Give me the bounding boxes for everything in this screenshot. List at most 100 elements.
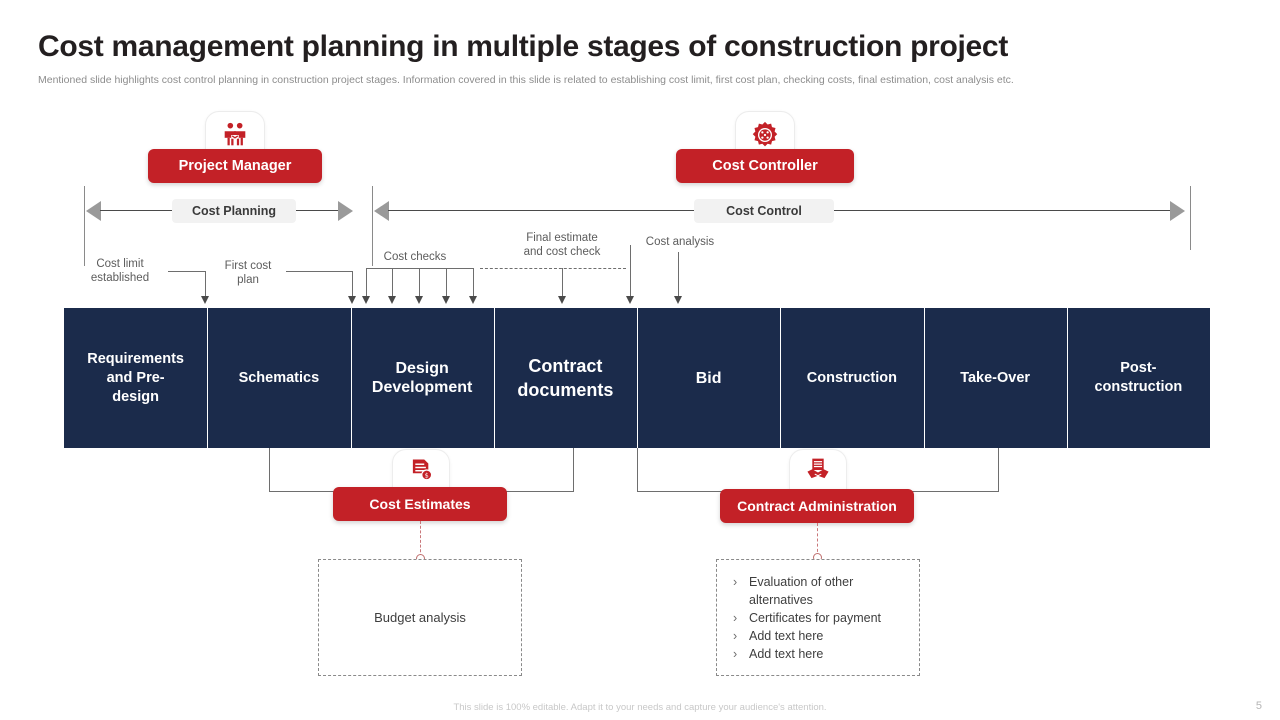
cost-analysis-drop-line — [678, 252, 679, 297]
annotation-cost-limit-established: Cost limit established — [72, 257, 168, 285]
cost-checks-drop-2 — [392, 268, 393, 297]
stage-2-line2: Development — [371, 379, 473, 396]
stage-0-line3: design — [112, 388, 159, 405]
phase-chip-cost-control-label: Cost Control — [726, 204, 802, 218]
contract-administration-detail-box: › Evaluation of other alternatives › Cer… — [716, 559, 920, 676]
list-item: › Evaluation of other alternatives — [733, 573, 903, 609]
stage-2-line1: Design — [395, 360, 449, 377]
stage-post-construction[interactable]: Post- construction — [1066, 308, 1210, 448]
role-badge-cost-controller-label: Cost Controller — [712, 158, 818, 174]
cost-control-right-endbar — [1190, 186, 1191, 250]
first-cost-leader-line — [286, 271, 353, 272]
cost-estimates-detail-box: Budget analysis — [318, 559, 522, 676]
first-cost-arrowhead — [348, 296, 356, 304]
cost-checks-arrowhead-3 — [415, 296, 423, 304]
annotation-cost-limit-line2: established — [90, 272, 150, 284]
stage-schematics[interactable]: Schematics — [207, 308, 350, 448]
contract-administration-connector — [817, 523, 818, 557]
stage-7-line2: construction — [1094, 379, 1183, 395]
badge-cost-estimates[interactable]: Cost Estimates — [333, 487, 507, 521]
stage-0-line1: Requirements — [87, 350, 184, 367]
cost-limit-leader-line — [168, 271, 206, 272]
cost-estimates-connector — [420, 521, 421, 557]
footer-note: This slide is 100% editable. Adapt it to… — [453, 702, 827, 713]
cost-limit-drop-line — [205, 271, 206, 297]
stage-6-line1: Take-Over — [960, 369, 1031, 386]
annotation-first-cost-line1: First cost — [224, 260, 272, 272]
page-subtitle: Mentioned slide highlights cost control … — [38, 74, 1014, 86]
document-handshake-icon — [805, 457, 831, 488]
annotation-cost-analysis-line1: Cost analysis — [645, 236, 715, 248]
stage-4-line1: Bid — [695, 369, 722, 387]
list-item: › Add text here — [733, 627, 903, 645]
phase-chip-cost-planning[interactable]: Cost Planning — [172, 199, 296, 223]
phase-chip-cost-control[interactable]: Cost Control — [694, 199, 834, 223]
budget-analysis-text: Budget analysis — [374, 610, 466, 625]
annotation-cost-analysis: Cost analysis — [638, 235, 722, 249]
first-cost-drop-line — [352, 271, 353, 297]
cost-checks-arrowhead-2 — [388, 296, 396, 304]
two-people-icon — [220, 120, 250, 155]
chevron-right-icon: › — [733, 628, 738, 643]
list-item: › Certificates for payment — [733, 609, 903, 627]
stage-take-over[interactable]: Take-Over — [923, 308, 1067, 448]
cost-limit-arrowhead — [201, 296, 209, 304]
stage-design-development[interactable]: Design Development — [350, 308, 494, 448]
cost-control-right-arrowhead — [1170, 201, 1185, 221]
final-estimate-drop-line-2 — [630, 245, 631, 297]
chevron-right-icon: › — [733, 574, 738, 589]
cost-control-left-arrowhead — [374, 201, 389, 221]
cost-planning-left-endbar — [84, 186, 85, 266]
cost-checks-drop-3 — [419, 268, 420, 297]
badge-contract-administration-label: Contract Administration — [737, 498, 897, 514]
annotation-final-estimate: Final estimate and cost check — [500, 231, 624, 259]
page-number: 5 — [1255, 700, 1262, 712]
phase-chip-cost-planning-label: Cost Planning — [191, 204, 277, 218]
chevron-right-icon: › — [733, 610, 738, 625]
annotation-final-estimate-line1: Final estimate — [526, 232, 598, 244]
final-estimate-arrowhead-2 — [626, 296, 634, 304]
stage-0-line2: and Pre- — [106, 369, 165, 386]
cost-checks-drop-1 — [366, 268, 367, 297]
final-estimate-drop-line — [562, 268, 563, 297]
stage-7-line1: Post- — [1120, 360, 1157, 376]
stage-construction[interactable]: Construction — [780, 308, 923, 448]
cost-checks-arrowhead-1 — [362, 296, 370, 304]
annotation-first-cost-plan: First cost plan — [210, 259, 286, 287]
cost-checks-arrowhead-4 — [442, 296, 450, 304]
stage-requirements-and-pre-design[interactable]: Requirements and Pre- design — [64, 308, 207, 448]
chevron-right-icon: › — [733, 646, 738, 661]
contract-administration-bullet-list: › Evaluation of other alternatives › Cer… — [717, 573, 919, 663]
stage-contract-documents[interactable]: Contract documents — [493, 308, 637, 448]
final-estimate-arrowhead — [558, 296, 566, 304]
document-coin-icon: $ — [408, 457, 434, 488]
stage-3-line2: documents — [517, 380, 614, 400]
list-item: › Add text here — [733, 645, 903, 663]
annotation-cost-checks: Cost checks — [372, 250, 458, 264]
role-badge-cost-controller[interactable]: Cost Controller — [676, 149, 854, 183]
role-badge-project-manager[interactable]: Project Manager — [148, 149, 322, 183]
bullet-text-0: Evaluation of other alternatives — [749, 574, 854, 607]
role-badge-project-manager-label: Project Manager — [178, 158, 292, 174]
cost-checks-arrowhead-5 — [469, 296, 477, 304]
final-estimate-dashed-line — [480, 268, 626, 269]
contract-administration-icon-plate — [789, 449, 847, 495]
annotation-first-cost-line2: plan — [237, 274, 259, 286]
cost-analysis-arrowhead — [674, 296, 682, 304]
page-title: Cost management planning in multiple sta… — [38, 30, 1009, 63]
badge-cost-estimates-label: Cost Estimates — [369, 496, 471, 512]
stage-bid[interactable]: Bid — [637, 308, 780, 448]
bullet-text-1: Certificates for payment — [749, 610, 881, 625]
annotation-cost-limit-line1: Cost limit — [96, 258, 144, 270]
stage-strip: Requirements and Pre- design Schematics … — [64, 308, 1210, 448]
badge-contract-administration[interactable]: Contract Administration — [720, 489, 914, 523]
cost-planning-left-arrowhead — [86, 201, 101, 221]
bullet-text-2: Add text here — [749, 628, 824, 643]
stage-1-line1: Schematics — [238, 369, 320, 386]
svg-text:$: $ — [425, 471, 429, 479]
cost-checks-drop-5 — [473, 268, 474, 297]
stage-3-line1: Contract — [528, 356, 603, 376]
gear-icon — [751, 121, 779, 154]
cost-control-left-endbar — [372, 186, 373, 266]
